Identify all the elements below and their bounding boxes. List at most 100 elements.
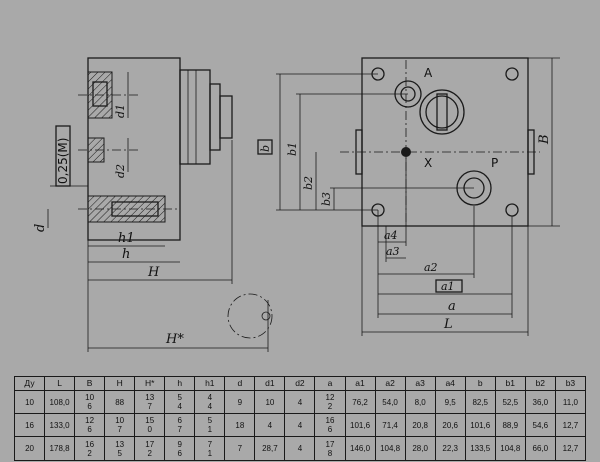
table-cell: 10 bbox=[254, 390, 286, 414]
table-cell: 146,0 bbox=[344, 436, 376, 461]
label-h: h bbox=[122, 247, 130, 262]
table-cell: 17 8 bbox=[314, 436, 346, 461]
label-port-A: A bbox=[424, 66, 433, 80]
column-header: b1 bbox=[494, 376, 526, 391]
label-L: L bbox=[443, 317, 453, 332]
side-port-top-bore bbox=[92, 81, 108, 107]
table-cell: 28,0 bbox=[404, 436, 436, 461]
table-cell: 88 bbox=[104, 390, 136, 414]
table-cell: 12 6 bbox=[74, 413, 106, 437]
knob-slot bbox=[436, 93, 448, 131]
control-knob-inner bbox=[425, 95, 459, 129]
label-b2: b2 bbox=[302, 176, 315, 190]
column-header: b2 bbox=[524, 376, 556, 391]
table-cell: 9,5 bbox=[434, 390, 466, 414]
label-b-box bbox=[257, 139, 273, 155]
front-view: A X P bbox=[257, 57, 560, 336]
table-cell: 4 bbox=[284, 413, 316, 437]
label-a1: a1 bbox=[441, 280, 455, 293]
control-knob bbox=[419, 89, 465, 135]
side-flange bbox=[179, 69, 211, 165]
handle-pin bbox=[261, 311, 271, 321]
table-cell: 16 bbox=[13, 413, 46, 437]
table-cell: 7 1 bbox=[194, 436, 226, 461]
label-d2: d2 bbox=[114, 164, 127, 178]
table-cell: 101,6 bbox=[344, 413, 376, 437]
table-cell: 13 5 bbox=[104, 436, 136, 461]
table-cell: 9 6 bbox=[164, 436, 196, 461]
column-header: d2 bbox=[284, 376, 316, 391]
label-a: a bbox=[448, 299, 456, 314]
table-cell: 16 6 bbox=[314, 413, 346, 437]
column-header: h bbox=[164, 376, 196, 391]
label-a3: a3 bbox=[386, 245, 400, 258]
column-header: d1 bbox=[254, 376, 286, 391]
table-cell: 8,0 bbox=[404, 390, 436, 414]
table-cell: 104,8 bbox=[374, 436, 406, 461]
column-header: b3 bbox=[554, 376, 587, 391]
column-header: Ду bbox=[13, 376, 46, 391]
label-h1: h1 bbox=[118, 231, 135, 246]
label-b3: b3 bbox=[320, 192, 333, 206]
table-cell: 104,8 bbox=[494, 436, 526, 461]
table-cell: 28,7 bbox=[254, 436, 286, 461]
table-cell: 4 bbox=[284, 390, 316, 414]
table-cell: 71,4 bbox=[374, 413, 406, 437]
table-cell: 20,8 bbox=[404, 413, 436, 437]
marking-text: 0,25(M) bbox=[56, 138, 70, 184]
table-cell: 36,0 bbox=[524, 390, 556, 414]
column-header: L bbox=[44, 376, 76, 391]
technical-drawing: 0,25(M) d1 d2 d h1 h H bbox=[33, 57, 560, 352]
column-header: d bbox=[224, 376, 256, 391]
label-b-boxed: b bbox=[259, 145, 272, 152]
table-cell: 4 bbox=[284, 436, 316, 461]
table-cell: 88,9 bbox=[494, 413, 526, 437]
table-cell: 9 bbox=[224, 390, 256, 414]
handle-phantom bbox=[227, 293, 273, 339]
table-cell: 10 bbox=[13, 390, 46, 414]
table-cell: 17 2 bbox=[134, 436, 166, 461]
label-a2: a2 bbox=[424, 261, 438, 274]
drawing-canvas: 0,25(M) d1 d2 d h1 h H bbox=[33, 57, 560, 352]
table-cell: 178,8 bbox=[44, 436, 76, 461]
table-cell: 16 2 bbox=[74, 436, 106, 461]
bolt-top-right bbox=[505, 67, 519, 81]
table-cell: 4 bbox=[254, 413, 286, 437]
column-header: b bbox=[464, 376, 496, 391]
column-header: B bbox=[74, 376, 106, 391]
table-cell: 4 4 bbox=[194, 390, 226, 414]
side-cap bbox=[209, 83, 221, 151]
column-header: h1 bbox=[194, 376, 226, 391]
table-cell: 12 2 bbox=[314, 390, 346, 414]
side-knob bbox=[219, 95, 233, 139]
table-cell: 10 6 bbox=[74, 390, 106, 414]
table-cell: 20,6 bbox=[434, 413, 466, 437]
table-cell: 5 1 bbox=[194, 413, 226, 437]
bolt-bottom-right bbox=[505, 203, 519, 217]
label-b1: b1 bbox=[286, 142, 299, 156]
label-port-P: P bbox=[491, 156, 498, 170]
table-cell: 5 4 bbox=[164, 390, 196, 414]
label-H: H bbox=[147, 265, 160, 280]
table-cell: 15 0 bbox=[134, 413, 166, 437]
table-cell: 22,3 bbox=[434, 436, 466, 461]
table-cell: 52,5 bbox=[494, 390, 526, 414]
label-d: d bbox=[33, 224, 48, 232]
table-cell: 11,0 bbox=[554, 390, 587, 414]
table-cell: 12,7 bbox=[554, 413, 587, 437]
table-cell: 82,5 bbox=[464, 390, 496, 414]
column-header: a3 bbox=[404, 376, 436, 391]
table-cell: 7 bbox=[224, 436, 256, 461]
table-cell: 76,2 bbox=[344, 390, 376, 414]
column-header: a4 bbox=[434, 376, 466, 391]
table-cell: 12,7 bbox=[554, 436, 587, 461]
table-cell: 101,6 bbox=[464, 413, 496, 437]
